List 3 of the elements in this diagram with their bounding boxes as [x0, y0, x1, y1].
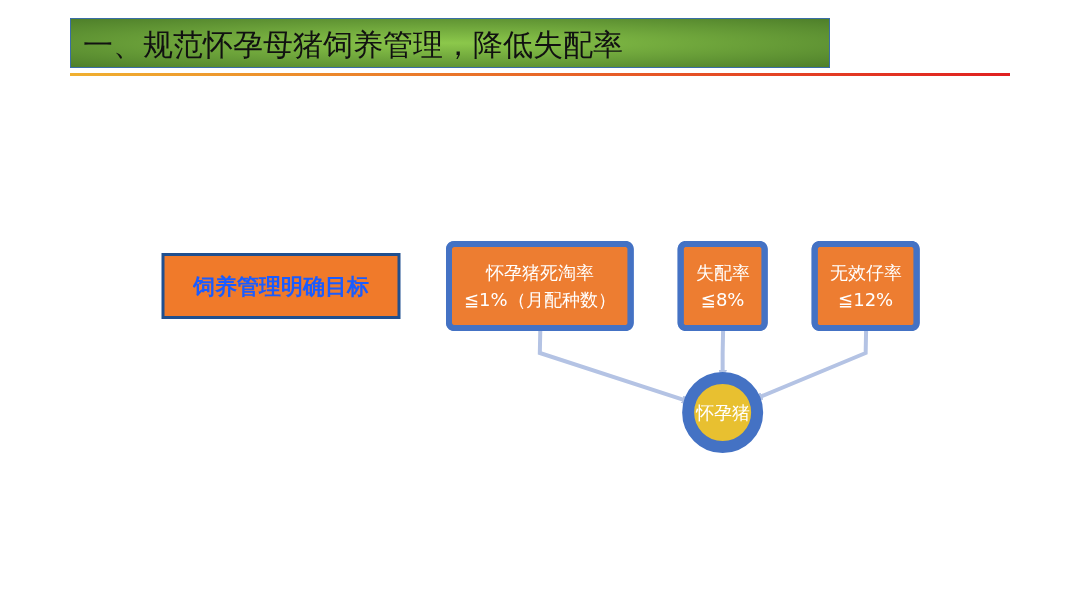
- node-circle: 怀孕猪: [682, 371, 764, 453]
- title-banner: 一、规范怀孕母猪饲养管理，降低失配率: [70, 18, 830, 68]
- node-box: 饲养管理明确目标: [161, 252, 401, 319]
